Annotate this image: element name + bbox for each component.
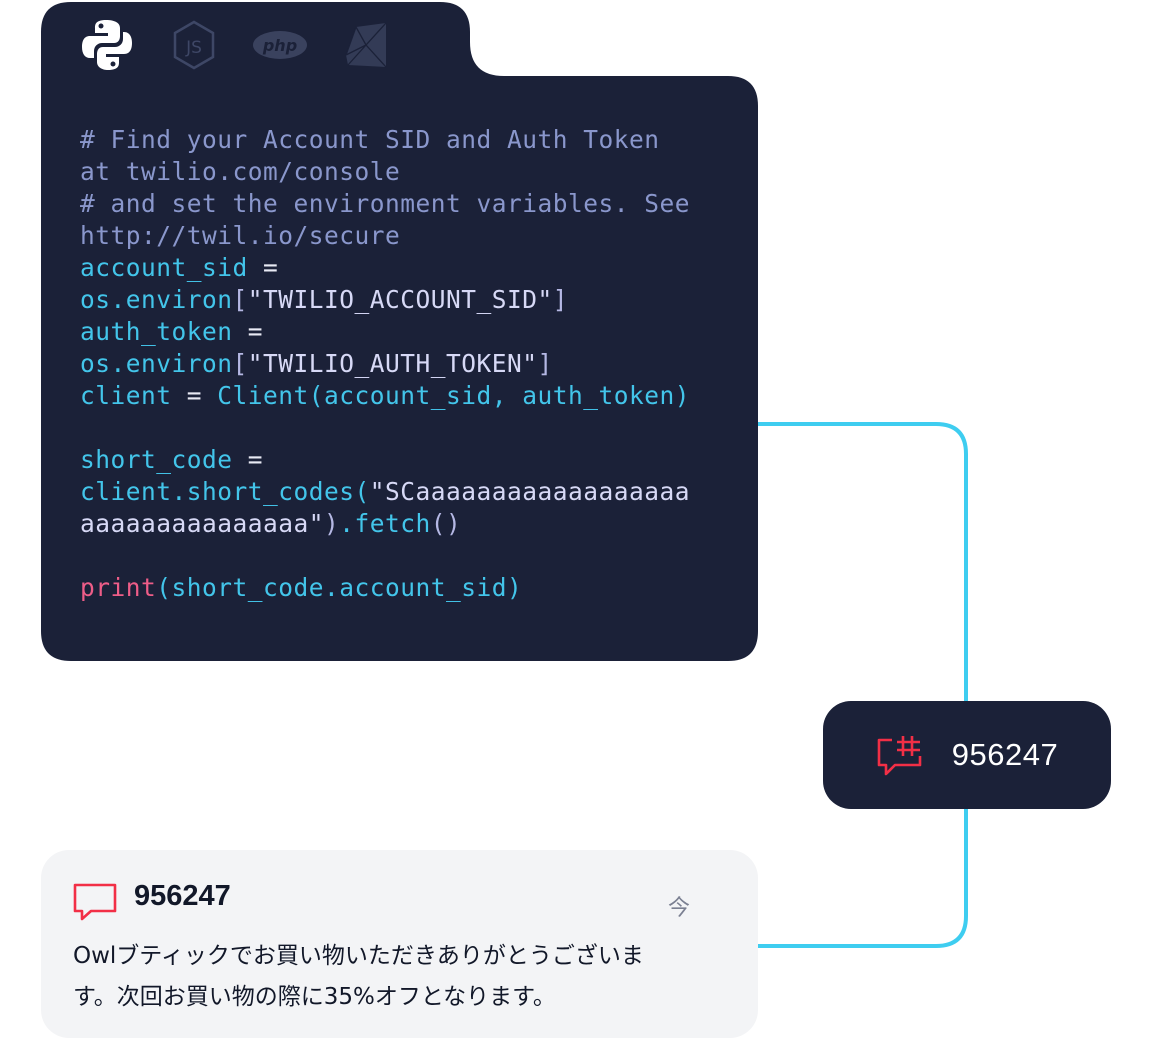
short-code-number: 956247: [951, 737, 1059, 772]
code-keyword: print: [80, 573, 157, 602]
sms-message-card: 956247 今 Owlブティックでお買い物いただきありがとうございます。次回お…: [41, 850, 758, 1038]
code-bracket: [: [232, 349, 248, 378]
svg-text:JS: JS: [185, 38, 202, 58]
tab-php[interactable]: php: [252, 18, 308, 72]
python-icon: [82, 20, 132, 70]
language-tabs: JS php: [78, 18, 424, 72]
code-operator: =: [232, 317, 264, 346]
code-comment: http://twil.io/secure: [80, 221, 401, 250]
tab-python[interactable]: [78, 18, 136, 72]
code-call: (short_code.account_sid): [156, 573, 523, 602]
ruby-icon: [345, 22, 387, 68]
code-identifier: auth_token: [80, 317, 233, 346]
code-comment: # and set the environment variables. See: [80, 189, 691, 218]
message-body: Owlブティックでお買い物いただきありがとうございます。次回お買い物の際に35%…: [73, 943, 644, 1010]
code-bracket: ]: [552, 285, 569, 314]
code-string: aaaaaaaaaaaaaaa": [80, 509, 325, 538]
code-call: client.short_codes(: [80, 477, 370, 506]
message-timestamp: 今: [668, 896, 691, 921]
code-identifier: os.environ: [80, 349, 233, 378]
code-identifier: client: [80, 381, 172, 410]
code-bracket: ): [324, 509, 340, 538]
short-code-badge: 956247: [823, 701, 1111, 809]
code-string: "TWILIO_ACCOUNT_SID": [247, 285, 553, 314]
message-sender: 956247: [134, 880, 231, 912]
code-bracket: (): [430, 509, 462, 538]
svg-text:php: php: [262, 36, 297, 55]
code-bracket: ]: [537, 349, 553, 378]
chat-bubble-icon: [73, 883, 117, 921]
code-block[interactable]: # Find your Account SID and Auth Token a…: [80, 124, 720, 604]
code-operator: =: [171, 381, 218, 410]
code-call: Client(account_sid, auth_token): [217, 381, 691, 410]
code-call: .fetch: [339, 509, 431, 538]
code-bracket: [: [232, 285, 248, 314]
tab-nodejs[interactable]: JS: [166, 18, 222, 72]
code-operator: =: [247, 253, 279, 282]
nodejs-icon: JS: [173, 20, 215, 70]
code-identifier: account_sid: [80, 253, 248, 282]
code-operator: =: [232, 445, 264, 474]
code-comment: # Find your Account SID and Auth Token: [80, 125, 660, 154]
php-icon: php: [253, 31, 307, 59]
tab-ruby[interactable]: [338, 18, 394, 72]
code-string: "TWILIO_AUTH_TOKEN": [247, 349, 538, 378]
code-comment: at twilio.com/console: [80, 157, 401, 186]
code-identifier: os.environ: [80, 285, 233, 314]
code-identifier: short_code: [80, 445, 233, 474]
chat-hash-icon: [877, 736, 922, 776]
code-string: "SCaaaaaaaaaaaaaaaaaa: [369, 477, 691, 506]
